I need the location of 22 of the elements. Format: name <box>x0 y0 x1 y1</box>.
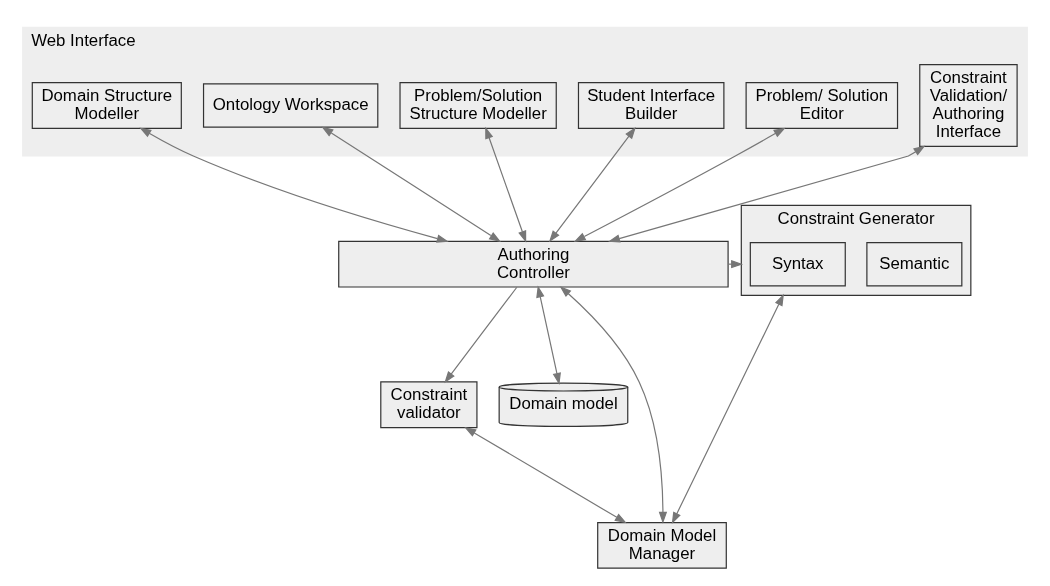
arrow <box>573 127 786 243</box>
node-box: Domain Structure Modeller <box>31 82 182 129</box>
node-box: Authoring Controller <box>338 240 729 288</box>
node-box: Semantic <box>866 241 963 287</box>
arrow <box>139 127 449 243</box>
node-box: Syntax <box>749 241 846 287</box>
arrow <box>464 426 627 524</box>
node-box: Problem/ Solution Editor <box>745 82 899 129</box>
arrow <box>444 286 518 384</box>
arrow <box>559 285 668 524</box>
arrow <box>485 126 527 243</box>
arrow <box>671 293 784 525</box>
node-box: Constraint Validation/ Authoring Interface <box>919 64 1018 147</box>
arrow <box>321 126 501 243</box>
node-box: Student Interface Builder <box>577 82 725 129</box>
node-box: Ontology Workspace <box>202 83 379 128</box>
node-box: Constraint validator <box>380 381 478 429</box>
arrow <box>608 145 926 243</box>
node-box: Problem/Solution Structure Modeller <box>399 82 557 129</box>
arrow <box>536 285 561 385</box>
node-box: Domain Model Manager <box>597 521 727 569</box>
arrow <box>548 127 636 243</box>
